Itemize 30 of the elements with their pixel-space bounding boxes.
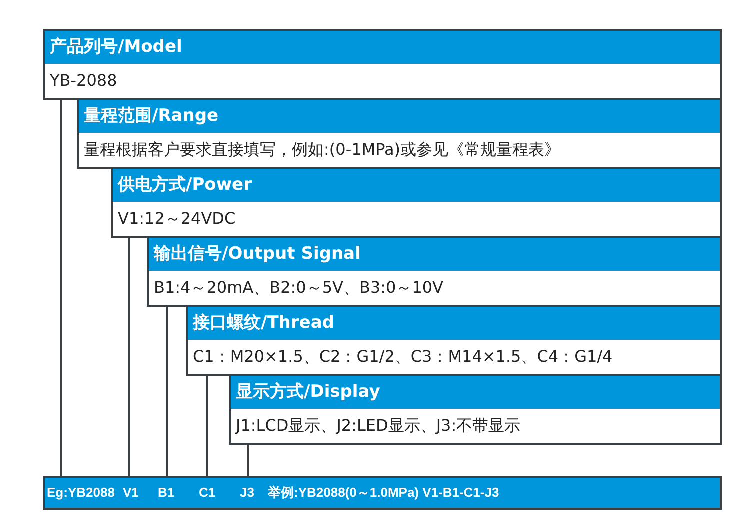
- code-text: V1: [123, 485, 139, 501]
- code-text: B1: [158, 485, 175, 501]
- section-heading: 产品列号/Model: [45, 31, 720, 64]
- spec-card: [43, 29, 722, 100]
- leader-line: [60, 100, 62, 476]
- option-text: C1：M20×1.5、C2：G1/2、C3：M14×1.5、C4：G1/4: [192, 346, 614, 368]
- section-heading: 输出信号/Output Signal: [149, 238, 720, 271]
- spec-card: [111, 167, 722, 238]
- leader-line: [247, 445, 249, 476]
- leader-line: [166, 307, 168, 476]
- code-text: Eg:YB2088: [47, 485, 115, 501]
- section-heading: 接口螺纹/Thread: [188, 307, 720, 340]
- option-text: J1:LCD显示、J2:LED显示、J3:不带显示: [234, 415, 522, 437]
- spec-card: [229, 374, 722, 445]
- spec-card: [186, 305, 722, 376]
- spec-card: [147, 236, 722, 307]
- example-bar: [43, 476, 722, 510]
- option-text: V1:12～24VDC: [117, 208, 237, 230]
- section-heading: 供电方式/Power: [113, 169, 720, 202]
- example-text: 举例:YB2088(0～1.0MPa) V1-B1-C1-J3: [268, 485, 500, 501]
- spec-card: [77, 98, 722, 169]
- section-heading: 显示方式/Display: [231, 376, 720, 409]
- leader-line: [206, 376, 208, 476]
- code-text: C1: [199, 485, 216, 501]
- section-heading: 量程范围/Range: [79, 100, 720, 133]
- leader-line: [128, 238, 130, 476]
- code-text: J3: [240, 485, 254, 501]
- option-text: 量程根据客户要求直接填写，例如:(0-1MPa)或参见《常规量程表》: [83, 139, 562, 161]
- option-text: B1:4～20mA、B2:0～5V、B3:0～10V: [153, 277, 444, 299]
- option-text: YB-2088: [49, 70, 118, 92]
